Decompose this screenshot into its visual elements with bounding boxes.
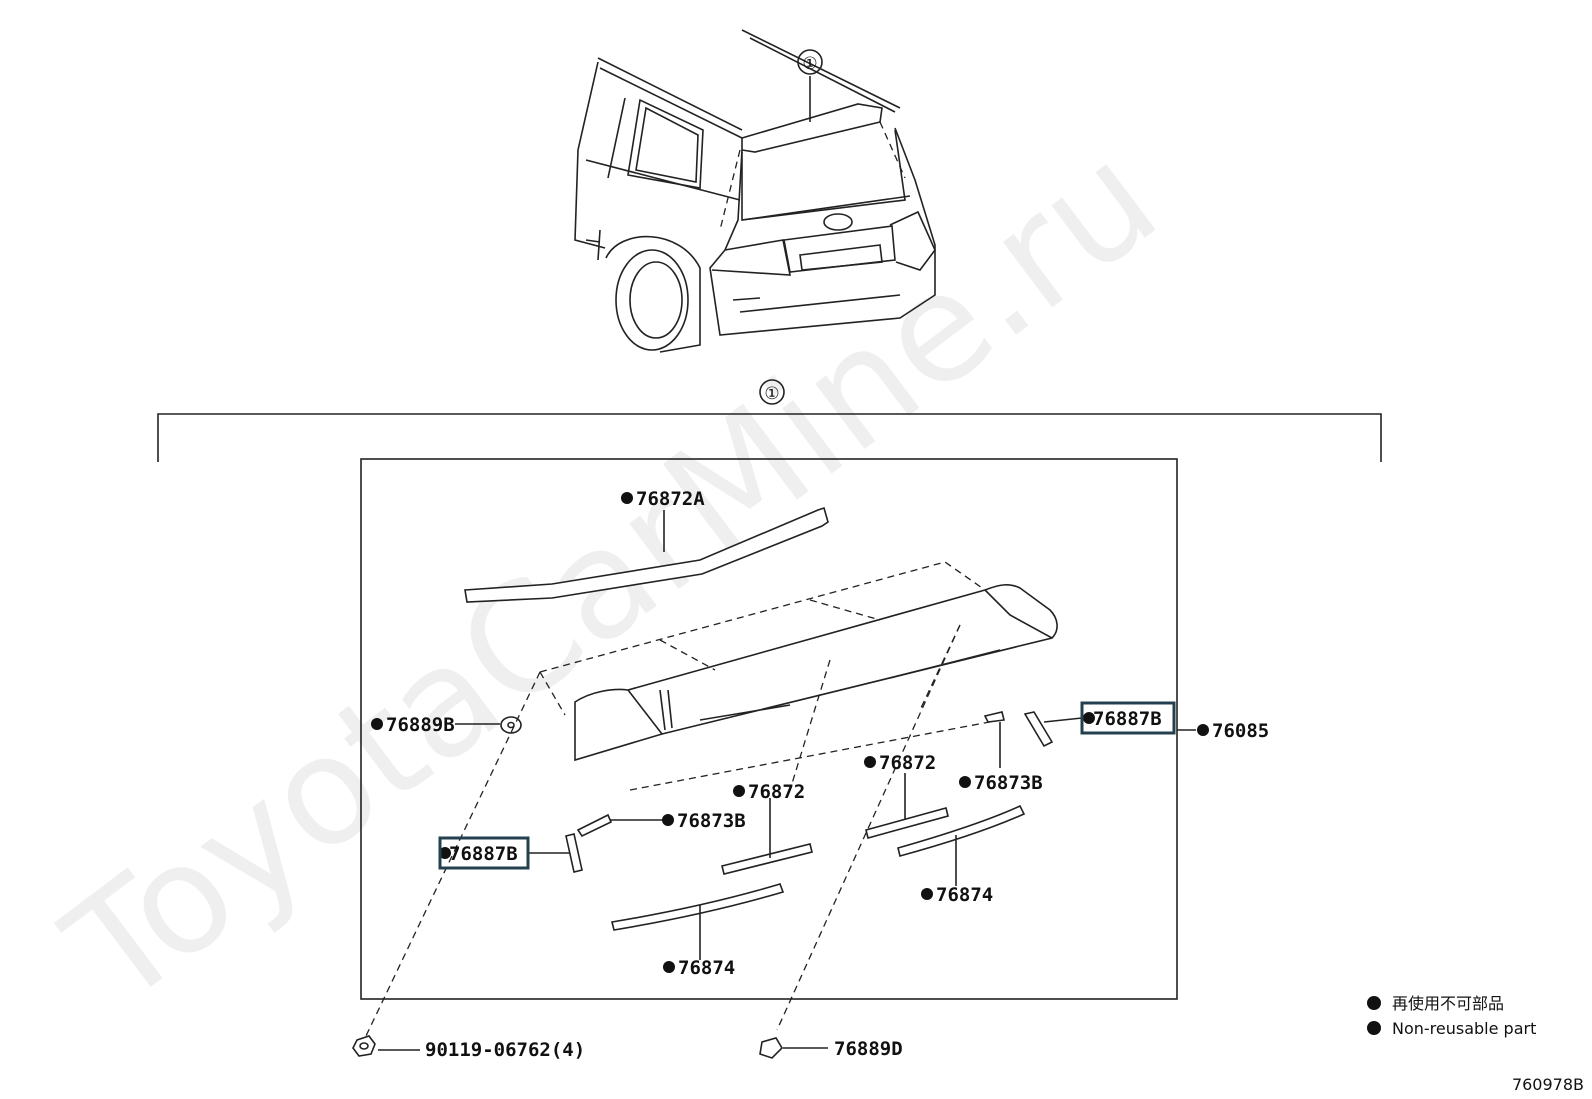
- part-76887b-right: [1023, 711, 1054, 748]
- highlight-box-right: [1080, 701, 1176, 735]
- highlight-box-left: [438, 836, 530, 870]
- label-76872-mid[interactable]: 76872: [748, 781, 805, 803]
- part-76873b-left-pad: [576, 813, 613, 838]
- label-90119[interactable]: 90119-06762(4): [425, 1039, 585, 1061]
- label-76872-right[interactable]: 76872: [879, 752, 936, 774]
- label-76874-right[interactable]: 76874: [936, 884, 993, 906]
- label-76085[interactable]: 76085: [1212, 720, 1269, 742]
- label-76873b-right[interactable]: 76873B: [974, 772, 1043, 794]
- legend-english: Non-reusable part: [1392, 1019, 1536, 1038]
- car-illustration: ①: [574, 29, 936, 353]
- part-76889d-clip: [759, 1037, 784, 1059]
- part-90119-bolt: [352, 1035, 376, 1057]
- callout-number-bracket: ①: [764, 384, 779, 404]
- label-76889b[interactable]: 76889B: [386, 714, 455, 736]
- part-76874-right-strip: [897, 804, 1026, 857]
- part-76873b-right-pad: [983, 711, 1005, 723]
- label-76874-left[interactable]: 76874: [678, 957, 735, 979]
- part-76872a-strip: [464, 506, 829, 603]
- legend: 再使用不可部品 Non-reusable part: [1367, 994, 1536, 1038]
- label-76889d[interactable]: 76889D: [834, 1038, 903, 1060]
- label-76872a[interactable]: 76872A: [636, 488, 705, 510]
- part-76872-right-strip: [865, 807, 949, 839]
- part-76887b-left: [565, 833, 583, 873]
- part-76874-left-strip: [611, 883, 785, 931]
- label-76873b-left[interactable]: 76873B: [677, 810, 746, 832]
- assembly-bracket: ①: [157, 379, 1382, 462]
- detail-frame: [360, 458, 1178, 1000]
- label-76887b-left[interactable]: 76887B: [449, 843, 518, 865]
- callout-number-top: ①: [802, 54, 817, 74]
- figure-code: 760978B: [1512, 1075, 1584, 1094]
- part-labels: 76872A 76889B 76887B 76085 76872 76873B …: [371, 488, 1269, 1061]
- legend-japanese: 再使用不可部品: [1392, 994, 1504, 1013]
- part-76872-mid-strip: [721, 843, 813, 875]
- label-76887b-right[interactable]: 76887B: [1093, 708, 1162, 730]
- spoiler-body: [574, 584, 1058, 762]
